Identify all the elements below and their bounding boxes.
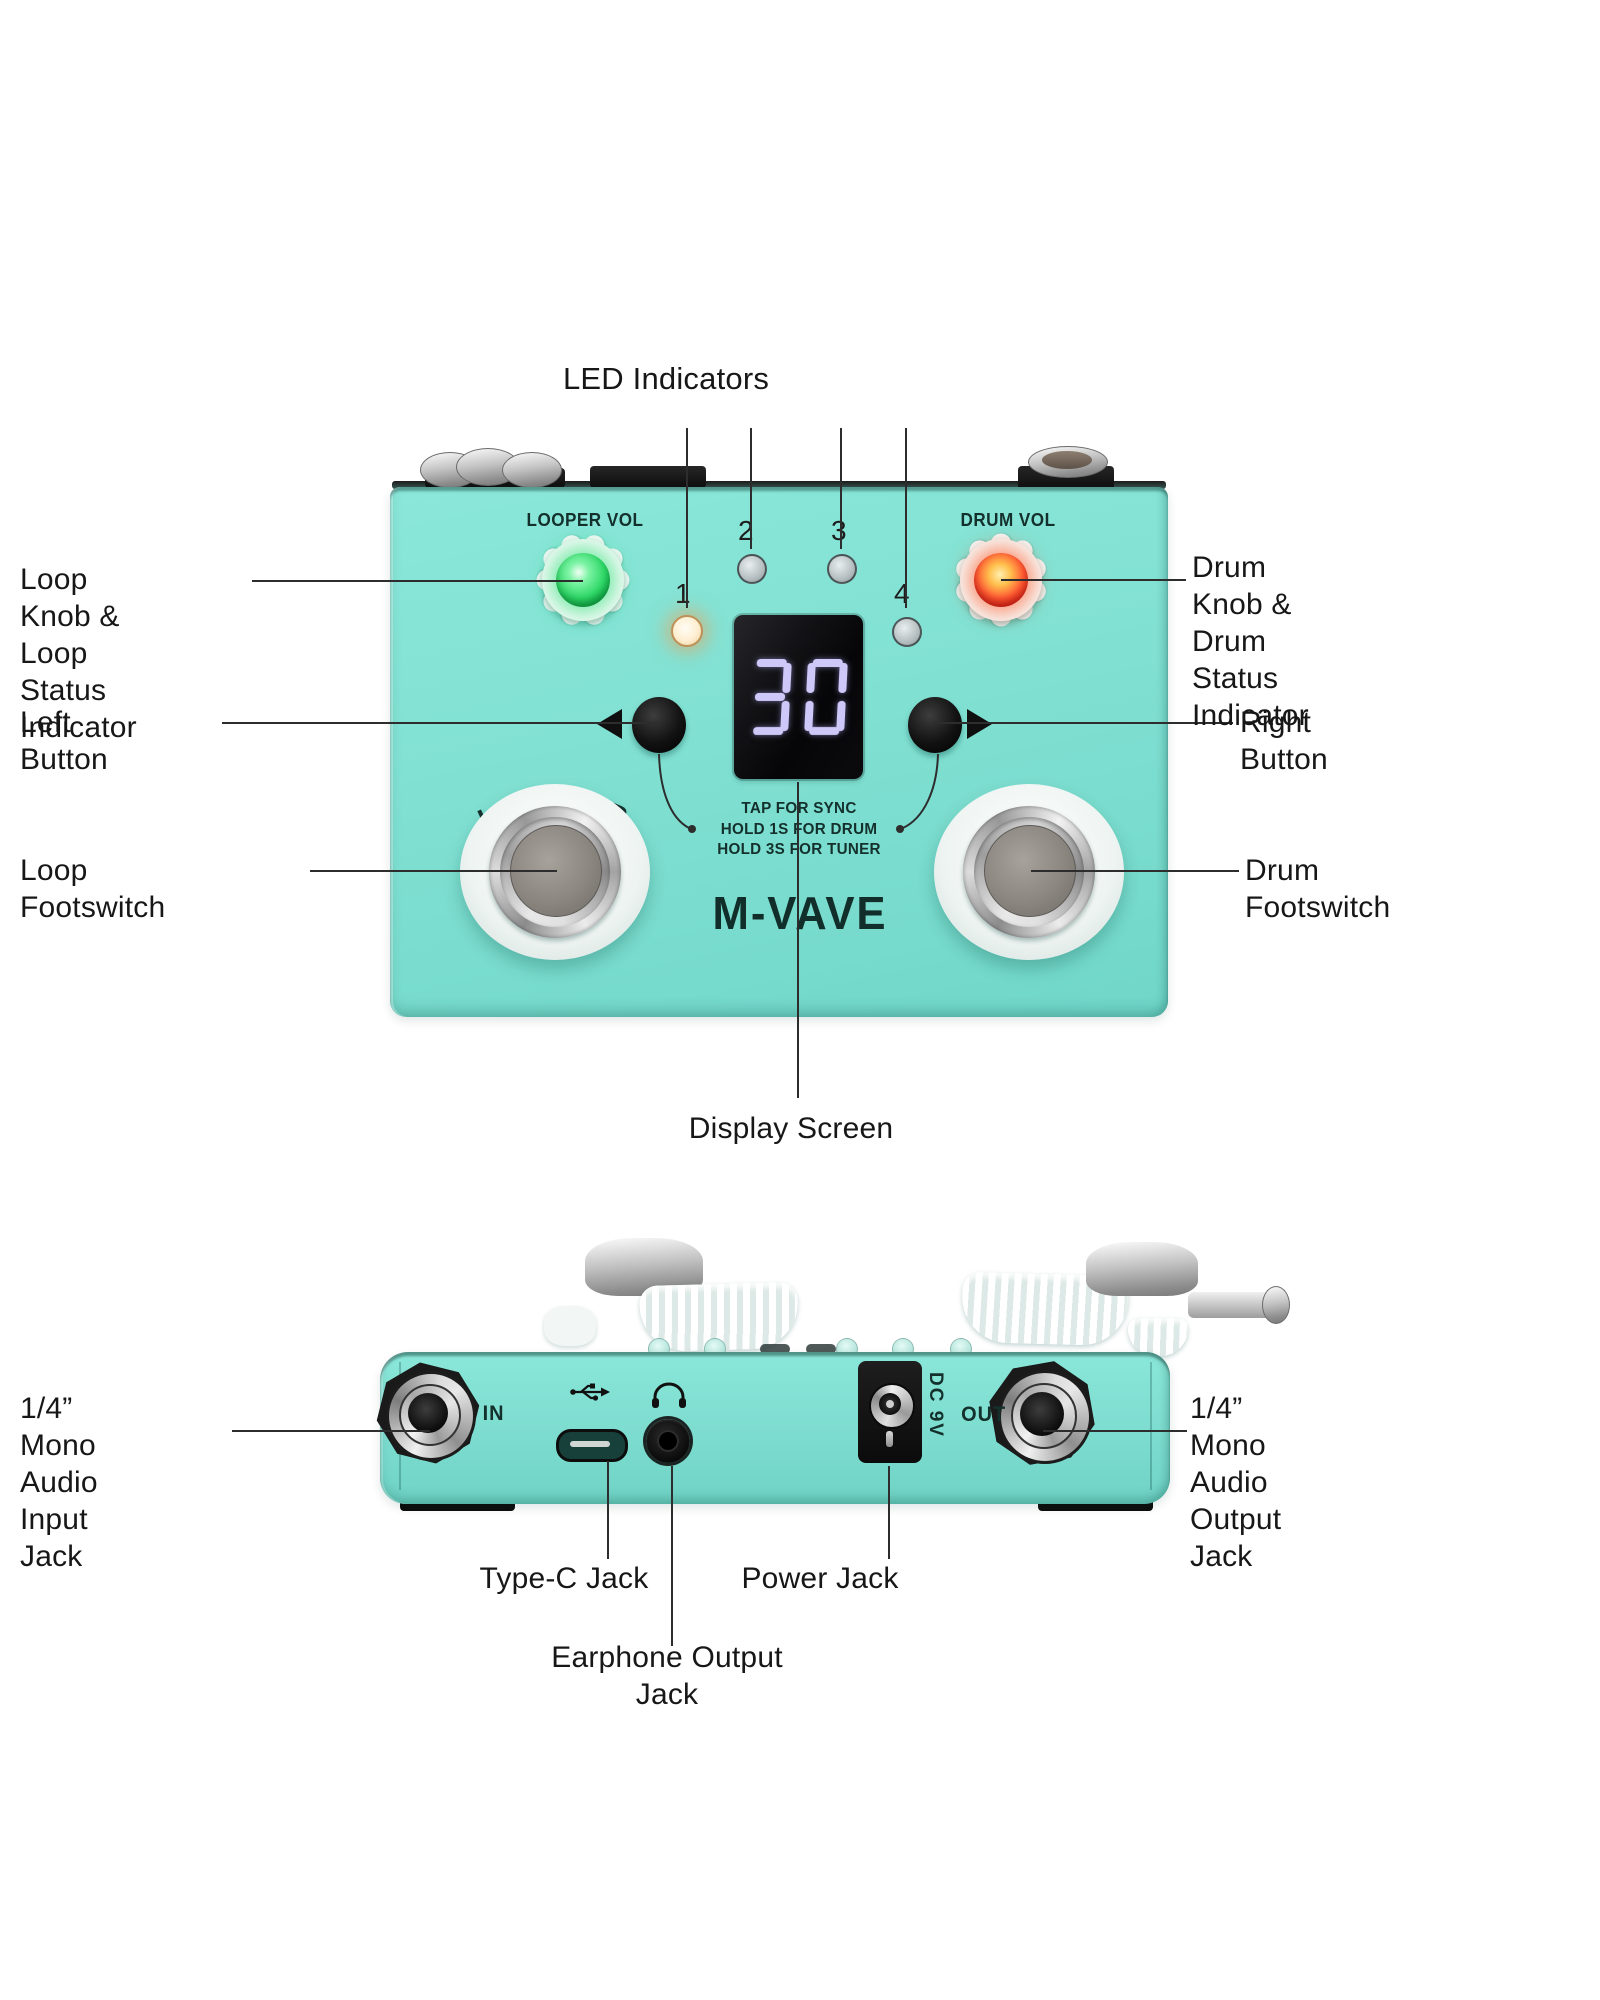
- display-screen-callout: Display Screen: [688, 1112, 894, 1145]
- rear-right-knob-small: [1128, 1318, 1188, 1356]
- power-jack-callout: Power Jack: [741, 1562, 899, 1595]
- drum-vol-label: DRUM VOL: [960, 510, 1056, 530]
- headphone-icon: [652, 1382, 686, 1408]
- left-button[interactable]: [632, 697, 686, 753]
- loop-knob-callout: Loop Knob & Loop Status Indicator: [20, 561, 137, 746]
- loop-knob[interactable]: [536, 532, 630, 628]
- input-jack-line: [232, 1430, 430, 1432]
- rear-slot-1: [760, 1344, 790, 1354]
- led1-number: 1: [675, 578, 691, 609]
- output-jack-callout-line2: Audio Output Jack: [1190, 1466, 1282, 1573]
- left-button-hook-line: [658, 753, 696, 833]
- earphone-line: [671, 1466, 673, 1646]
- led2-number: 2: [738, 515, 754, 546]
- top-right-jack-cap: [1042, 451, 1092, 469]
- drum-knob-line: [1001, 579, 1186, 581]
- led-indicator-4: [892, 617, 922, 647]
- rear-slot-2: [806, 1344, 836, 1354]
- right-button-hook-line: [896, 753, 939, 833]
- led-indicators-title: LED Indicators: [562, 361, 770, 396]
- loop-knob-line: [252, 580, 583, 582]
- rear-right-seam: [1150, 1362, 1152, 1490]
- top-edge-strip: [392, 481, 1166, 489]
- looper-vol-label: LOOPER VOL: [526, 510, 644, 530]
- usb-icon: [570, 1383, 610, 1401]
- instruction-line-1: TAP FOR SYNC: [741, 800, 857, 817]
- input-jack-callout: 1/4” Mono Audio Input Jack: [20, 1390, 98, 1575]
- input-jack-callout-line1: 1/4” Mono: [20, 1392, 96, 1462]
- type-c-line: [607, 1461, 609, 1559]
- earphone-callout: Earphone Output Jack: [551, 1641, 783, 1711]
- right-arrow-icon: [967, 709, 992, 739]
- power-jack[interactable]: [858, 1361, 922, 1463]
- dc-9v-label: DC 9V: [925, 1372, 946, 1438]
- loop-footswitch-line: [310, 870, 557, 872]
- input-jack-callout-line2: Audio Input Jack: [20, 1466, 98, 1573]
- right-button[interactable]: [908, 697, 962, 753]
- led4-callout-line: [905, 428, 907, 608]
- earphone-jack[interactable]: [646, 1419, 690, 1463]
- led-indicator-1: [671, 615, 703, 647]
- left-arrow-icon: [597, 709, 622, 739]
- power-line: [888, 1466, 890, 1559]
- led-indicator-2: [737, 554, 767, 584]
- right-button-line: [935, 722, 1233, 724]
- display-instructions: TAP FOR SYNC HOLD 1S FOR DRUM HOLD 3S FO…: [657, 799, 942, 861]
- type-c-port[interactable]: [556, 1429, 628, 1462]
- led3-callout-line: [840, 428, 842, 549]
- rear-left-knob-small: [544, 1306, 596, 1346]
- drum-footswitch-callout: Drum Footswitch: [1245, 854, 1391, 924]
- display-digits: [753, 659, 848, 735]
- led2-callout-line: [750, 428, 752, 549]
- out-label: OUT: [961, 1403, 1007, 1426]
- loop-knob-callout-line1: Loop Knob &: [20, 563, 120, 633]
- rear-right-switch-arm: [1188, 1292, 1274, 1318]
- instruction-line-2: HOLD 1S FOR DRUM: [720, 820, 878, 838]
- output-jack-callout-line1: 1/4” Mono: [1190, 1392, 1266, 1462]
- loop-knob-callout-line2: Loop Status Indicator: [20, 637, 137, 744]
- drum-knob-callout: Drum Knob & Drum Status Indicator: [1192, 549, 1309, 734]
- led-indicator-3: [827, 554, 857, 584]
- drum-knob-callout-line1: Drum Knob & Drum: [1192, 551, 1292, 658]
- drum-footswitch-line: [1031, 870, 1239, 872]
- in-label: IN: [482, 1402, 505, 1425]
- led1-callout-line: [686, 428, 688, 608]
- rear-right-switch-arm-cap: [1262, 1286, 1290, 1324]
- led3-number: 3: [831, 515, 847, 546]
- rear-right-footswitch-barrel: [1086, 1242, 1198, 1296]
- left-button-line: [222, 722, 659, 724]
- output-jack-callout: 1/4” Mono Audio Output Jack: [1190, 1390, 1281, 1575]
- type-c-callout: Type-C Jack: [479, 1562, 649, 1595]
- left-button-callout: Left Button: [20, 706, 108, 776]
- instruction-line-3: HOLD 3S FOR TUNER: [717, 841, 881, 858]
- audio-input-jack-hole: [408, 1393, 448, 1433]
- brand-logo: M-VAVE: [712, 887, 888, 939]
- display-screen-line: [797, 782, 799, 1098]
- drum-knob-callout-line2: Status Indicator: [1192, 662, 1309, 732]
- top-left-jack-nut-3: [502, 452, 562, 488]
- output-jack-line: [1043, 1430, 1187, 1432]
- audio-output-jack-hole: [1020, 1392, 1064, 1436]
- display-screen: [734, 615, 863, 779]
- top-middle-connector: [590, 466, 706, 488]
- right-button-callout: Right Button: [1240, 706, 1328, 776]
- led4-number: 4: [894, 578, 910, 609]
- loop-footswitch-callout: Loop Footswitch: [20, 854, 166, 924]
